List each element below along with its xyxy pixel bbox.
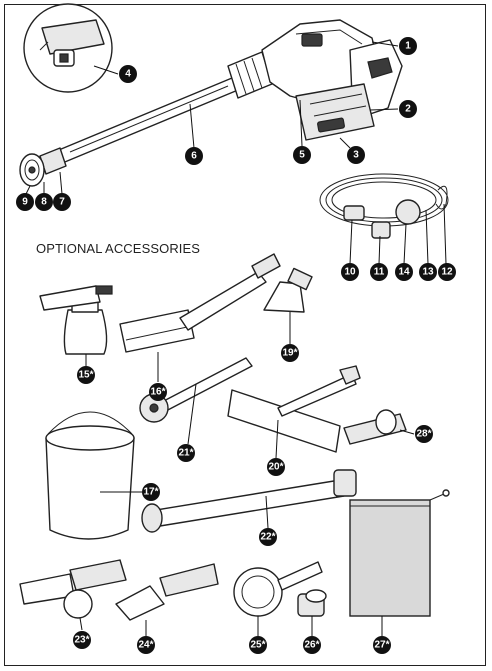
svg-text:16*: 16*: [150, 387, 165, 398]
pressure-washer-illustration: [19, 19, 403, 187]
quick-connector-illustration: [297, 589, 327, 617]
svg-text:12: 12: [441, 267, 453, 278]
svg-text:20*: 20*: [268, 462, 283, 473]
callout-24: 24*: [137, 636, 155, 654]
callout-17: 17*: [142, 483, 160, 501]
svg-text:15*: 15*: [78, 370, 93, 381]
callout-1: 1: [399, 37, 417, 55]
nozzle-brush-illustration: [115, 563, 219, 621]
brush-illustration: [119, 253, 281, 353]
svg-text:6: 6: [191, 151, 197, 162]
callout-27: 27*: [373, 636, 391, 654]
svg-text:13: 13: [422, 267, 434, 278]
callout-12: 12: [438, 263, 456, 281]
svg-text:23*: 23*: [74, 635, 89, 646]
callout-22: 22*: [259, 528, 277, 546]
callout-21: 21*: [177, 444, 195, 462]
svg-text:10: 10: [344, 267, 356, 278]
svg-text:19*: 19*: [282, 348, 297, 359]
extension-stick-illustration: [139, 357, 253, 423]
callout-14: 14: [395, 263, 413, 281]
extension-wand-illustration: [141, 469, 357, 533]
callout-6: 6: [185, 147, 203, 165]
callout-20: 20*: [267, 458, 285, 476]
svg-text:8: 8: [41, 197, 47, 208]
rotary-brush-illustration: [233, 561, 323, 617]
callout-8: 8: [35, 193, 53, 211]
optional-accessories-heading: OPTIONAL ACCESSORIES: [36, 241, 201, 256]
callout-16: 16*: [149, 383, 167, 401]
callout-15: 15*: [77, 366, 95, 384]
svg-text:28*: 28*: [416, 429, 431, 440]
callout-7: 7: [53, 193, 71, 211]
svg-text:22*: 22*: [260, 532, 275, 543]
angle-adapter-illustration: [19, 559, 127, 619]
svg-text:4: 4: [125, 69, 131, 80]
squeegee-illustration: [227, 365, 361, 453]
callout-25: 25*: [249, 636, 267, 654]
callout-13: 13: [419, 263, 437, 281]
page-frame: [4, 4, 486, 666]
callout-10: 10: [341, 263, 359, 281]
svg-text:3: 3: [353, 150, 359, 161]
callout-28: 28*: [415, 425, 433, 443]
svg-text:24*: 24*: [138, 640, 153, 651]
storage-bag-illustration: [349, 489, 450, 617]
svg-text:14: 14: [398, 267, 410, 278]
callout-5: 5: [293, 146, 311, 164]
adapter-illustration: [343, 409, 407, 445]
bucket-illustration: [45, 411, 135, 540]
callout-2: 2: [399, 100, 417, 118]
fitting-detail-inset: [23, 3, 113, 93]
svg-text:26*: 26*: [304, 640, 319, 651]
svg-text:1: 1: [405, 41, 411, 52]
callout-23: 23*: [73, 631, 91, 649]
leader-lines: [25, 41, 447, 636]
svg-text:5: 5: [299, 150, 305, 161]
svg-text:2: 2: [405, 104, 411, 115]
svg-text:21*: 21*: [178, 448, 193, 459]
svg-text:11: 11: [374, 267, 385, 278]
svg-text:9: 9: [22, 197, 28, 208]
callout-26: 26*: [303, 636, 321, 654]
foam-cannon-illustration: [39, 285, 113, 355]
hose-illustration: [319, 173, 449, 239]
turbo-nozzle-illustration: [263, 267, 313, 313]
svg-text:27*: 27*: [374, 640, 389, 651]
svg-text:17*: 17*: [143, 487, 158, 498]
callout-9: 9: [16, 193, 34, 211]
callout-11: 11: [370, 263, 388, 281]
callout-3: 3: [347, 146, 365, 164]
svg-text:25*: 25*: [250, 640, 265, 651]
svg-text:7: 7: [59, 197, 65, 208]
callout-19: 19*: [281, 344, 299, 362]
callout-4: 4: [119, 65, 137, 83]
